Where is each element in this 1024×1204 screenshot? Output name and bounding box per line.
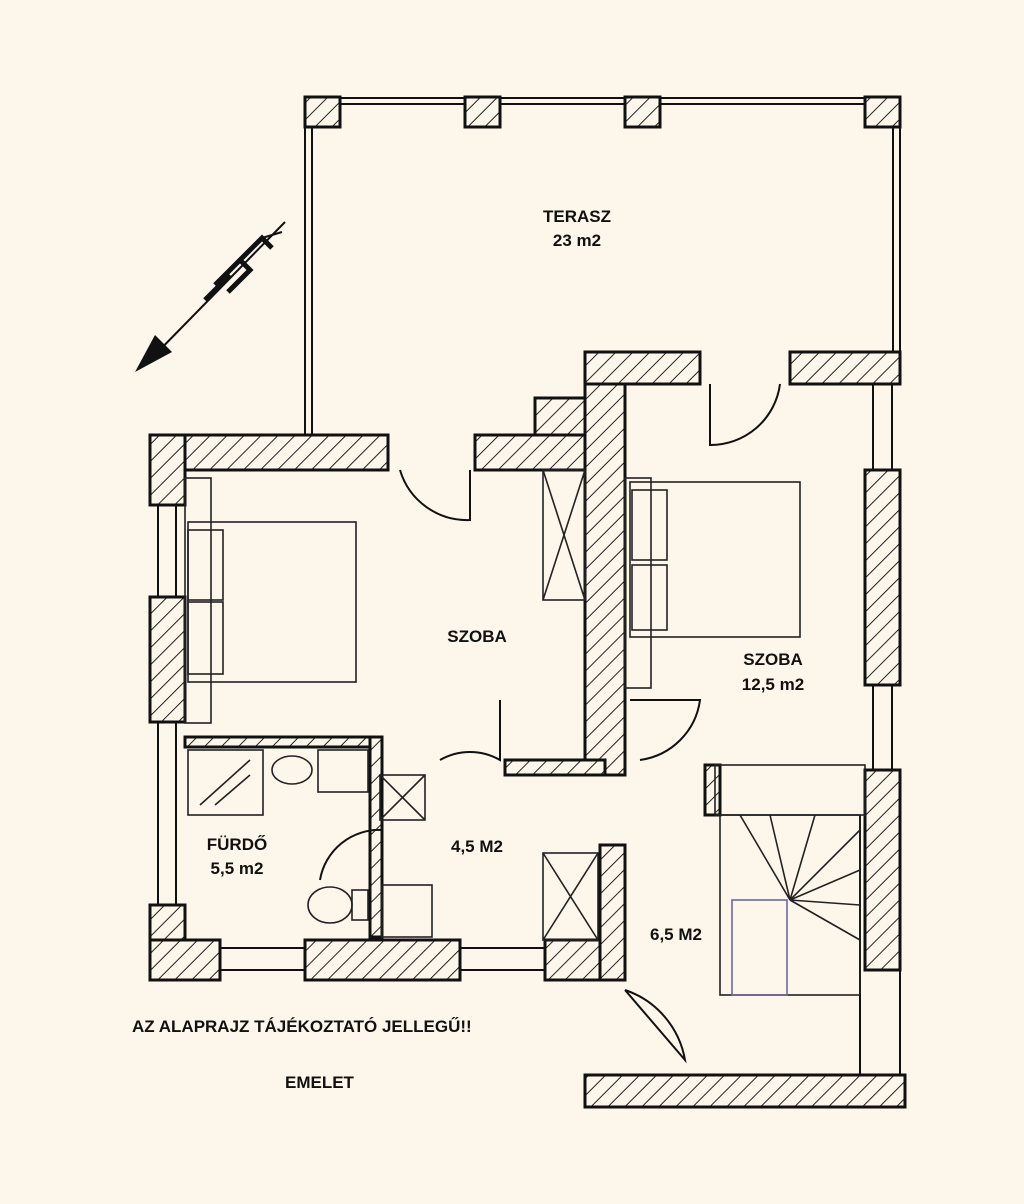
- walls: [148, 350, 907, 1109]
- terrace-name: TERASZ: [543, 207, 611, 226]
- shower: [187, 749, 264, 816]
- floor-label: EMELET: [285, 1073, 355, 1092]
- terrace-area: 23 m2: [553, 231, 601, 250]
- furniture: [184, 469, 866, 996]
- sink: [271, 755, 313, 785]
- terrace-pillar: [863, 95, 902, 129]
- toilet: [307, 886, 353, 924]
- hall-area: 4,5 M2: [451, 837, 503, 856]
- section-mark: [135, 221, 286, 372]
- terrace-pillar: [303, 95, 342, 129]
- bathroom-area: 5,5 m2: [211, 859, 264, 878]
- room-right-name: SZOBA: [743, 650, 803, 669]
- bathroom-name: FÜRDŐ: [207, 835, 267, 854]
- wardrobe: [379, 469, 599, 941]
- staircase: [719, 814, 861, 996]
- room-right-area: 12,5 m2: [742, 675, 804, 694]
- room-left-name: SZOBA: [447, 627, 507, 646]
- terrace-pillar: [463, 95, 502, 129]
- bed-right: [629, 481, 801, 638]
- disclaimer-note: AZ ALAPRAJZ TÁJÉKOZTATÓ JELLEGŰ!!: [132, 1017, 472, 1036]
- terrace-outline: [303, 95, 902, 435]
- stair-hall-area: 6,5 M2: [650, 925, 702, 944]
- doors: [319, 383, 781, 1064]
- terrace-pillar: [623, 95, 662, 129]
- windows: [157, 384, 901, 1075]
